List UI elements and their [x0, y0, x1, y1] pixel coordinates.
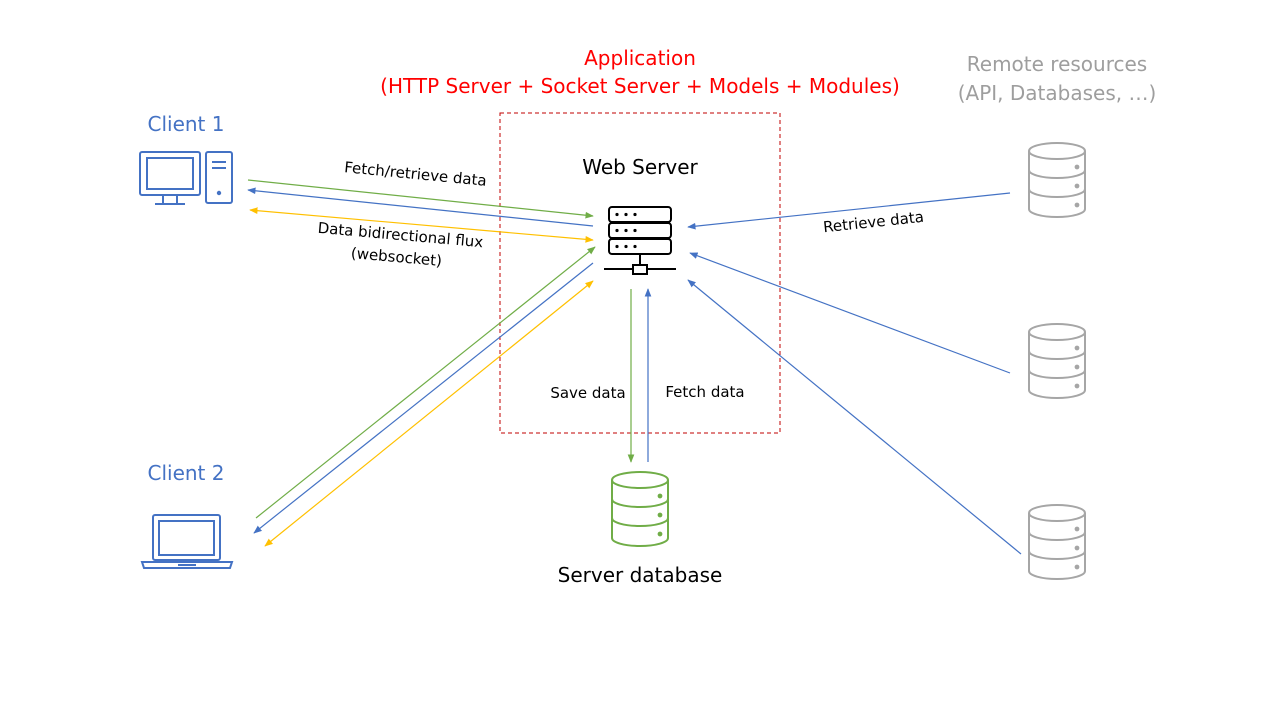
- client2-websocket-arrow: [264, 280, 594, 547]
- client-1-label: Client 1: [148, 112, 225, 136]
- fetch-retrieve-label: Fetch/retrieve data: [343, 158, 487, 190]
- remote3-retrieve-arrow: [687, 279, 1022, 555]
- application-subtitle: (HTTP Server + Socket Server + Models + …: [380, 74, 900, 98]
- database-icon: [611, 471, 669, 547]
- remote1-retrieve-arrow: [687, 192, 1011, 230]
- database-icon: [1028, 323, 1086, 399]
- websocket-label: (websocket): [350, 244, 442, 270]
- web-server-label: Web Server: [582, 155, 698, 179]
- server-to-client1-arrow: [247, 187, 594, 227]
- client1-websocket-arrow: [249, 207, 594, 243]
- server-to-client2-arrow: [253, 262, 594, 534]
- database-icon: [1028, 142, 1086, 218]
- desktop-computer-icon: [139, 151, 233, 205]
- retrieve-data-label: Retrieve data: [822, 208, 924, 236]
- client2-fetch-arrow: [255, 246, 596, 519]
- client-2-label: Client 2: [148, 461, 225, 485]
- laptop-icon: [140, 514, 234, 569]
- client1-fetch-arrow: [247, 179, 594, 219]
- server-database-label: Server database: [558, 563, 723, 587]
- database-icon: [1028, 504, 1086, 580]
- application-boundary: [499, 112, 781, 434]
- remote-resources-title: Remote resources: [967, 52, 1147, 76]
- application-title: Application: [584, 46, 696, 70]
- remote-resources-subtitle: (API, Databases, …): [958, 81, 1157, 105]
- server-rack-icon: [604, 206, 676, 275]
- remote2-retrieve-arrow: [689, 252, 1011, 374]
- fetch-data-label: Fetch data: [665, 383, 744, 401]
- save-data-label: Save data: [550, 384, 625, 402]
